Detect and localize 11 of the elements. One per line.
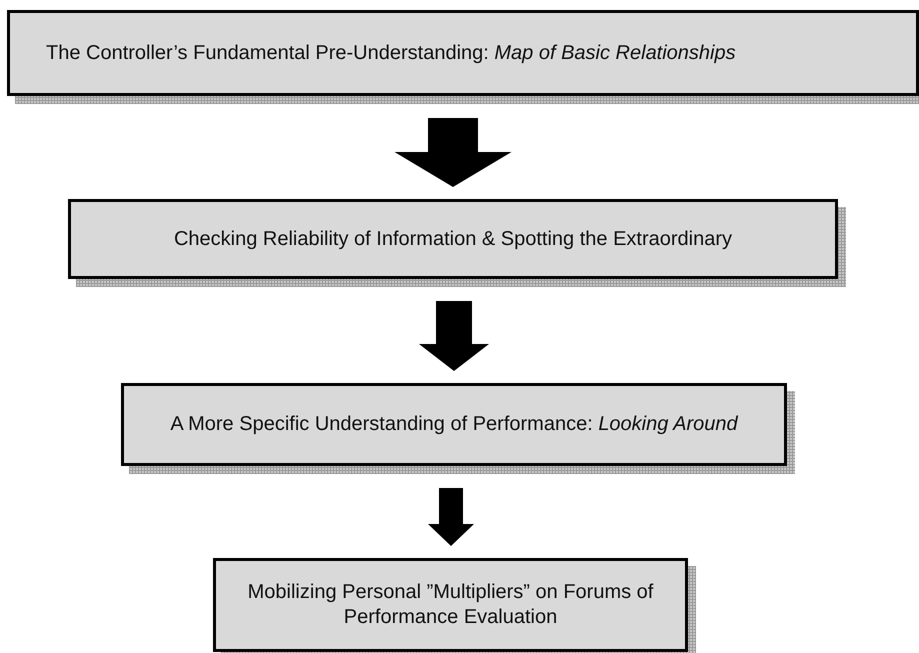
process-box: [68, 199, 838, 279]
process-box: [213, 558, 688, 652]
process-box: [7, 10, 919, 96]
block-arrow: [419, 301, 489, 371]
box-label: Mobilizing Personal ”Multipliers” on Forums of Performance Evaluation: [246, 580, 654, 630]
process-box: [121, 383, 787, 466]
block-arrow: [428, 488, 474, 546]
block-arrow: [394, 118, 512, 187]
box-label: A More Specific Understanding of Performance: Looking Around: [170, 412, 738, 437]
box-label: The Controller’s Fundamental Pre-Understanding: Map of Basic Relationships: [46, 40, 736, 66]
box-label: Checking Reliability of Information & Spotting the Extraordinary: [174, 226, 732, 252]
